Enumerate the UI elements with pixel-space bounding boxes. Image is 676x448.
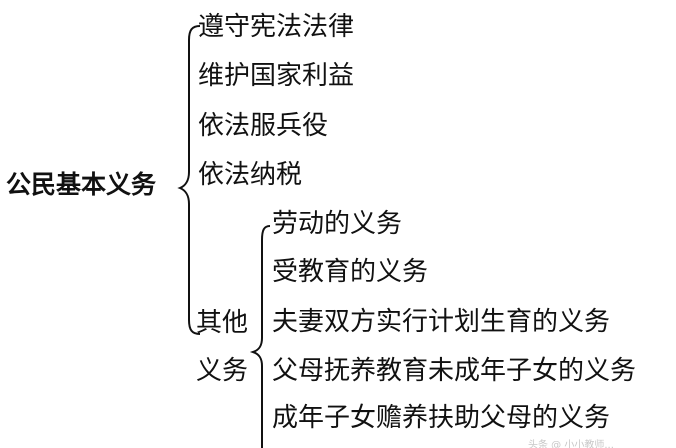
watermark: 头条 @ 小小教师... bbox=[528, 440, 614, 448]
other-duty-item: 受教育的义务 bbox=[272, 257, 429, 287]
duty-item: 遵守宪法法律 bbox=[198, 12, 355, 42]
other-duty-item: 成年子女赡养扶助父母的义务 bbox=[272, 403, 611, 433]
other-label-line2: 义务 bbox=[196, 356, 249, 386]
other-duty-item: 夫妻双方实行计划生育的义务 bbox=[272, 307, 611, 337]
duty-item: 依法服兵役 bbox=[198, 111, 329, 141]
duty-item: 维护国家利益 bbox=[198, 61, 355, 91]
other-label-line1: 其他 bbox=[196, 308, 249, 338]
other-duty-item: 劳动的义务 bbox=[272, 209, 403, 239]
other-duty-item: 父母抚养教育未成年子女的义务 bbox=[272, 356, 637, 386]
duty-item: 依法纳税 bbox=[198, 160, 303, 190]
root-label: 公民基本义务 bbox=[6, 170, 157, 199]
